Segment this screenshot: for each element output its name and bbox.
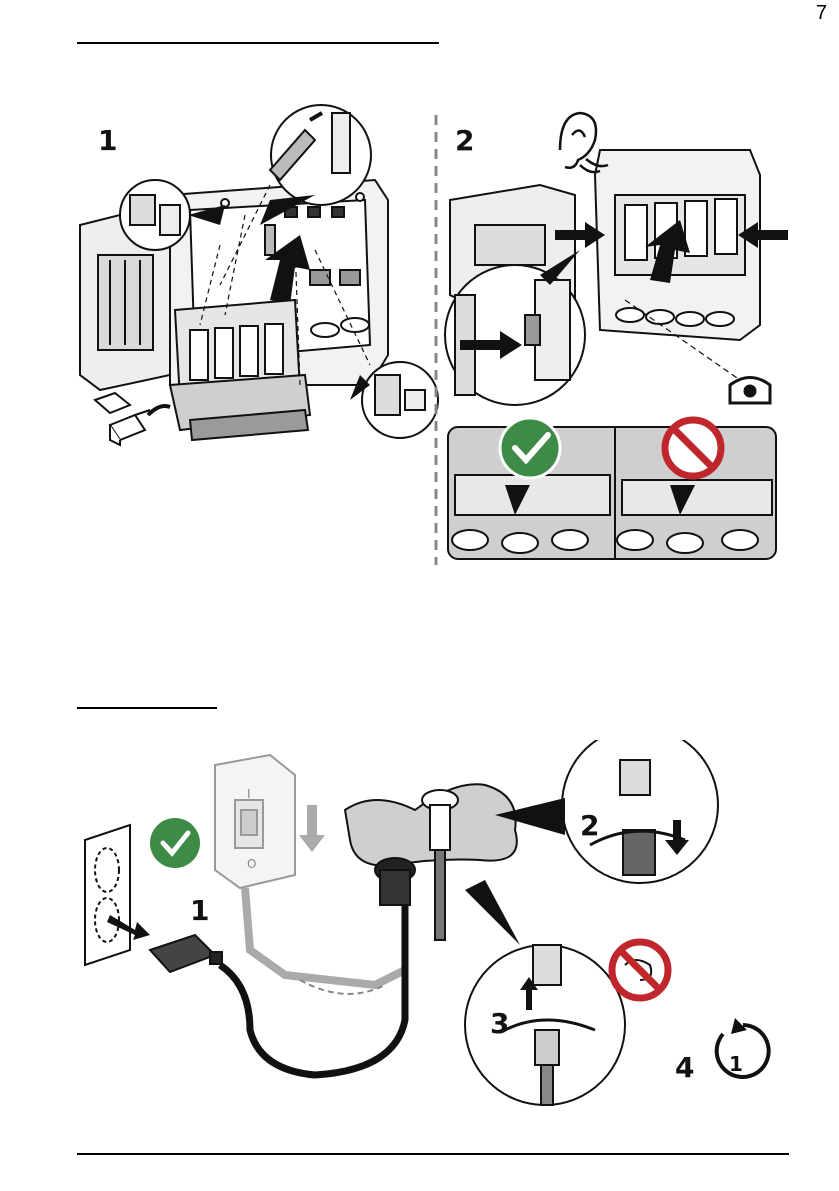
power-plug [150, 935, 222, 972]
zoom-detail-right [362, 362, 438, 438]
zoom-detail-latch [445, 265, 585, 405]
switch-on-mark: I [247, 787, 251, 801]
no-touch-icon [612, 942, 668, 998]
top-figure: 1 2 [70, 85, 790, 570]
footer-rule [77, 1153, 789, 1155]
rotation-count: 1 [729, 1052, 743, 1076]
switch-off-mark: O [247, 857, 256, 871]
step-2-label: 2 [455, 124, 474, 157]
packaging-box-icon [95, 393, 150, 445]
enclosure-bottom [345, 784, 517, 940]
checkmark-icon [500, 418, 560, 478]
page-number: 7 [816, 2, 827, 25]
eye-icon [730, 378, 770, 404]
curved-arrow-icon [148, 406, 170, 415]
top-figure-drawing: 1 2 [70, 85, 790, 570]
zoom-detail-connector-screw [465, 945, 625, 1105]
bottom-step-2-label: 2 [580, 809, 599, 842]
step-1-label: 1 [98, 124, 117, 157]
bottom-heading-rule [77, 707, 217, 709]
wall-outlet [85, 825, 130, 965]
bottom-figure-drawing: I O 1 2 [75, 740, 785, 1120]
zoom-detail-left [120, 180, 190, 250]
checkmark-icon [150, 818, 200, 868]
comparison-strip [448, 427, 776, 559]
prohibited-icon [665, 420, 721, 476]
zoom-detail-top [270, 105, 371, 205]
bottom-step-3-label: 3 [490, 1007, 509, 1040]
bottom-step-1-label: 1 [190, 894, 209, 927]
bottom-figure: I O 1 2 [75, 740, 785, 1120]
switch-down-arrow-icon [299, 805, 325, 852]
panel-1-cover [170, 300, 310, 440]
bottom-step-4-label: 4 [675, 1051, 694, 1084]
top-heading-rule [77, 42, 439, 44]
